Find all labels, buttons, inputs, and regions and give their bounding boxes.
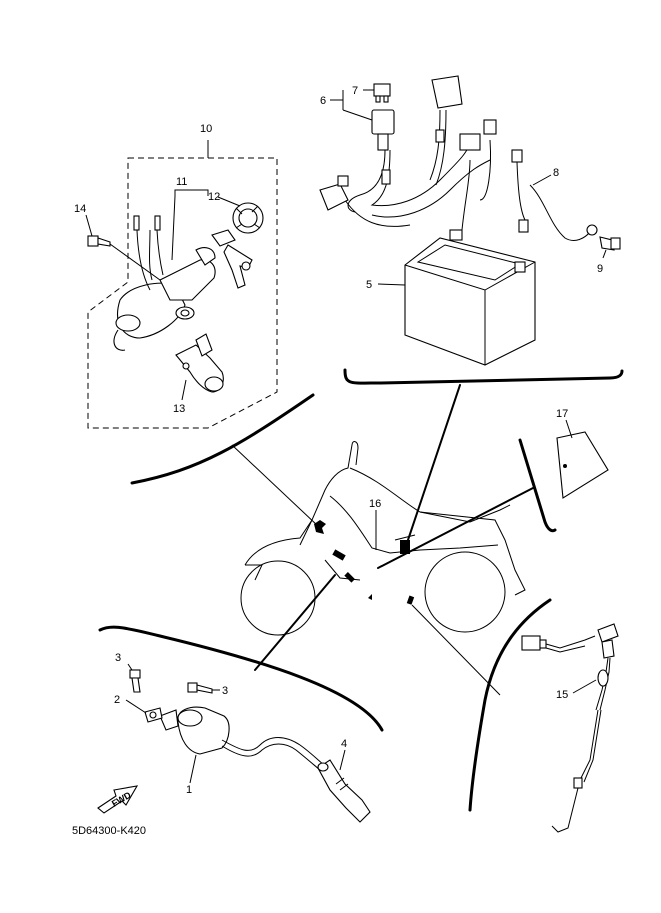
- marker-coil: [344, 572, 355, 583]
- leader-switch: [231, 444, 319, 527]
- bracket-main-battery: [343, 368, 624, 385]
- bracket-2: [144, 707, 163, 723]
- negative-lead: [511, 149, 598, 241]
- fuse: [373, 83, 391, 103]
- screw-14: [87, 235, 111, 247]
- key: [211, 229, 253, 289]
- callout-9: 9: [597, 263, 603, 275]
- wire-harness: [319, 75, 497, 231]
- callout-17: 17: [556, 408, 568, 420]
- leader-battery: [407, 384, 461, 541]
- caution-label: [556, 431, 609, 499]
- bracket-main-label: [518, 438, 557, 533]
- marker-small: [368, 594, 372, 600]
- bracket-main-sensor: [468, 598, 552, 812]
- callout-12: 12: [208, 191, 220, 203]
- marker-switch: [314, 520, 326, 534]
- battery: [404, 229, 536, 366]
- callout-3-right: 3: [222, 685, 228, 697]
- leader-coil: [254, 574, 336, 671]
- bracket-main-coil: [98, 625, 384, 732]
- callout-11: 11: [176, 176, 187, 188]
- callout-10: 10: [200, 123, 212, 135]
- fwd-arrow-icon: FWD: [97, 785, 139, 814]
- callout-14: 14: [74, 203, 86, 215]
- marker-sensor: [406, 595, 415, 605]
- diagram-code: 5D64300-K420: [72, 825, 146, 837]
- bracket-main-switch: [130, 393, 315, 485]
- callout-1: 1: [186, 784, 192, 796]
- seat-lock: [175, 333, 224, 393]
- plug-cap: [317, 759, 371, 823]
- bolt-3-left: [129, 669, 141, 693]
- callout-6: 6: [320, 95, 326, 107]
- callout-16: 16: [369, 498, 381, 510]
- switch-kit-box: [87, 157, 278, 429]
- callout-3-left: 3: [115, 652, 121, 664]
- bolt-9: [599, 236, 621, 251]
- motorcycle-outline: [240, 441, 526, 636]
- callout-8: 8: [553, 167, 559, 179]
- callout-13: 13: [173, 403, 185, 415]
- sensor-assembly: [521, 623, 619, 833]
- callout-7: 7: [352, 85, 358, 97]
- callout-15: 15: [556, 689, 568, 701]
- leader-sensor: [411, 604, 501, 696]
- callout-5: 5: [366, 279, 372, 291]
- marker-harness: [332, 549, 346, 561]
- bolt-3-right: [187, 682, 213, 694]
- callout-2: 2: [114, 694, 120, 706]
- leader-label: [377, 487, 534, 569]
- callout-4: 4: [341, 738, 347, 750]
- ignition-switch: [113, 215, 216, 351]
- switch-cap: [232, 202, 264, 234]
- ignition-coil: [159, 706, 326, 771]
- marker-battery: [400, 540, 410, 554]
